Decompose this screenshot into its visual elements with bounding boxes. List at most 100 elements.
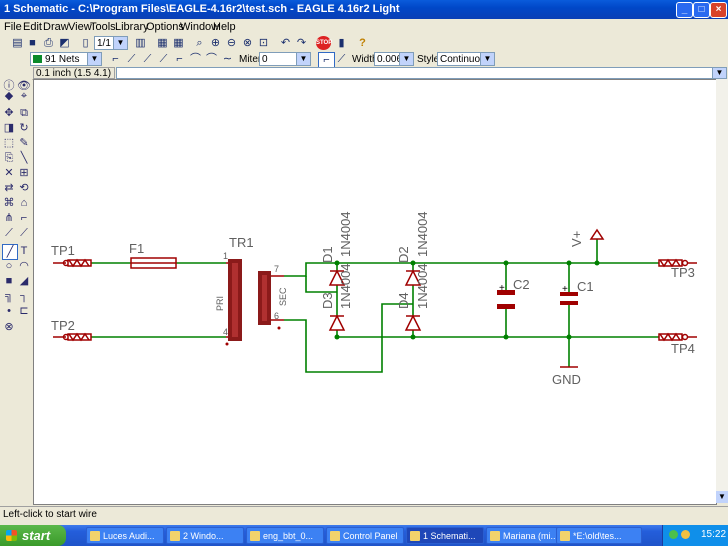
task-button[interactable]: Mariana (mi... [486, 527, 564, 544]
tp1-symbol[interactable] [53, 258, 92, 268]
tray-icon[interactable] [681, 530, 690, 539]
info-icon[interactable]: ⓘ [3, 80, 15, 92]
change-icon[interactable]: ✎ [19, 137, 29, 149]
diode-d3-symbol[interactable] [328, 314, 346, 331]
tp4-symbol[interactable] [658, 332, 697, 342]
group-icon[interactable]: ⬚ [3, 137, 15, 149]
menu-view[interactable]: View [68, 21, 92, 33]
scroll-down-icon[interactable]: ▼ [716, 491, 728, 503]
menu-window[interactable]: Window [180, 21, 220, 33]
diode-d2-symbol[interactable] [404, 269, 422, 286]
bend-style-0-icon[interactable]: ⌐ [112, 53, 119, 65]
cut-icon[interactable]: ✕ [4, 167, 14, 179]
stop-icon[interactable]: STOP [316, 36, 332, 50]
replace-icon[interactable]: ⟲ [19, 182, 29, 194]
sheet-icon[interactable]: ▯ [82, 37, 89, 49]
rotate-icon[interactable]: ↻ [19, 122, 29, 134]
zoom-out-icon[interactable]: ⊖ [226, 37, 237, 49]
width-select[interactable]: 0.006▼ [374, 52, 414, 66]
invoke-icon[interactable]: ⟋ [5, 227, 13, 239]
save-icon[interactable]: ■ [29, 37, 36, 49]
bend-style-5-icon[interactable]: ⌒ [190, 53, 201, 65]
undo-icon[interactable]: ↶ [280, 37, 291, 49]
run-icon[interactable]: ▦ [173, 37, 184, 49]
bend-style-4-icon[interactable]: ⌐ [176, 53, 183, 65]
minimize-button[interactable]: _ [676, 2, 693, 18]
miter-round-icon[interactable]: ⌐ [318, 52, 335, 68]
script-icon[interactable]: ▦ [157, 37, 168, 49]
tray-icon[interactable] [669, 530, 678, 539]
tp3-symbol[interactable] [658, 258, 697, 268]
menu-options[interactable]: Options [146, 21, 184, 33]
label-icon[interactable]: ⊏ [19, 305, 29, 317]
zoom-in-icon[interactable]: ⊕ [210, 37, 221, 49]
bend-style-2-icon[interactable]: ⟋ [143, 53, 152, 65]
task-button[interactable]: 2 Windo... [166, 527, 244, 544]
move-icon[interactable]: ✥ [4, 107, 14, 119]
polygon-icon[interactable]: ◢ [19, 275, 29, 287]
value-icon[interactable]: ⌂ [20, 197, 28, 209]
bend-style-3-icon[interactable]: ⟋ [159, 53, 168, 65]
paste-icon[interactable]: ⎘ [4, 152, 14, 164]
schematic-drawing[interactable]: + + TP1 TP2 TP3 TP4 F1 TR1 C2 C1 GND V+ … [34, 80, 716, 504]
vplus-symbol[interactable] [589, 228, 605, 240]
vertical-scrollbar[interactable]: ▼ [716, 79, 728, 503]
task-button-active[interactable]: 1 Schemati... [406, 527, 484, 544]
menu-draw[interactable]: Draw [43, 21, 69, 33]
menu-tools[interactable]: Tools [90, 21, 116, 33]
style-select[interactable]: Continuous▼ [437, 52, 495, 66]
text-icon[interactable]: T [20, 245, 28, 257]
miter-straight-icon[interactable]: ⟋ [337, 53, 346, 65]
arc-icon[interactable]: ◠ [19, 260, 29, 272]
transformer-tr1-symbol[interactable] [225, 259, 285, 346]
start-button[interactable]: start [0, 525, 66, 546]
junction-icon[interactable]: • [7, 305, 11, 317]
open-icon[interactable]: ▤ [12, 37, 23, 49]
copy-icon[interactable]: ⧉ [20, 107, 28, 119]
smash-icon[interactable]: ⟋ [20, 227, 28, 239]
task-button[interactable]: *E:\old\tes... [556, 527, 642, 544]
capacitor-c2-symbol[interactable] [497, 290, 515, 309]
display-icon[interactable]: ◆ [4, 90, 14, 102]
bend-style-7-icon[interactable]: ∼ [222, 53, 233, 65]
command-line-input[interactable]: ▼ [116, 67, 727, 79]
mirror-icon[interactable]: ◨ [3, 122, 15, 134]
erc-icon[interactable]: ⊗ [4, 321, 14, 333]
menu-library[interactable]: Library [115, 21, 149, 33]
rect-icon[interactable]: ■ [5, 275, 13, 287]
bend-style-6-icon[interactable]: ⌒ [206, 53, 217, 65]
split-icon[interactable]: ⋔ [4, 212, 14, 224]
diode-d4-symbol[interactable] [404, 314, 422, 331]
maximize-button[interactable]: □ [693, 2, 710, 18]
task-button[interactable]: eng_bbt_0... [246, 527, 324, 544]
add-icon[interactable]: ⊞ [19, 167, 29, 179]
menu-edit[interactable]: Edit [23, 21, 42, 33]
redo-icon[interactable]: ↷ [296, 37, 307, 49]
cam-icon[interactable]: ◩ [59, 37, 70, 49]
mark-icon[interactable]: ⌖ [20, 90, 28, 102]
miter-icon[interactable]: ⌐ [20, 212, 28, 224]
sheet-select[interactable]: 1/1▼ [94, 36, 128, 50]
wire-icon[interactable]: ╱ [2, 244, 18, 260]
book-icon[interactable]: ▥ [135, 37, 146, 49]
fuse-f1-symbol[interactable] [130, 257, 177, 269]
capacitor-c1-symbol[interactable] [560, 292, 578, 305]
go-icon[interactable]: ▮ [338, 37, 345, 49]
help-icon[interactable]: ? [359, 37, 366, 49]
net-icon[interactable]: ┐ [20, 290, 28, 302]
zoom-fit-icon[interactable]: ⌕ [196, 37, 203, 49]
menu-help[interactable]: Help [213, 21, 236, 33]
show-icon[interactable]: 👁 [17, 80, 31, 92]
circle-icon[interactable]: ○ [5, 260, 13, 272]
task-button[interactable]: Luces Audi... [86, 527, 164, 544]
pinswap-icon[interactable]: ⇄ [4, 182, 14, 194]
zoom-select-icon[interactable]: ⊡ [258, 37, 269, 49]
menu-file[interactable]: File [4, 21, 22, 33]
tp2-symbol[interactable] [53, 332, 92, 342]
bus-icon[interactable]: ╗ [5, 290, 13, 302]
miter-select[interactable]: 0▼ [259, 52, 311, 66]
close-button[interactable]: × [710, 2, 727, 18]
task-button[interactable]: Control Panel [326, 527, 404, 544]
name-icon[interactable]: ⌘ [3, 197, 15, 209]
print-icon[interactable]: ⎙ [44, 37, 53, 49]
